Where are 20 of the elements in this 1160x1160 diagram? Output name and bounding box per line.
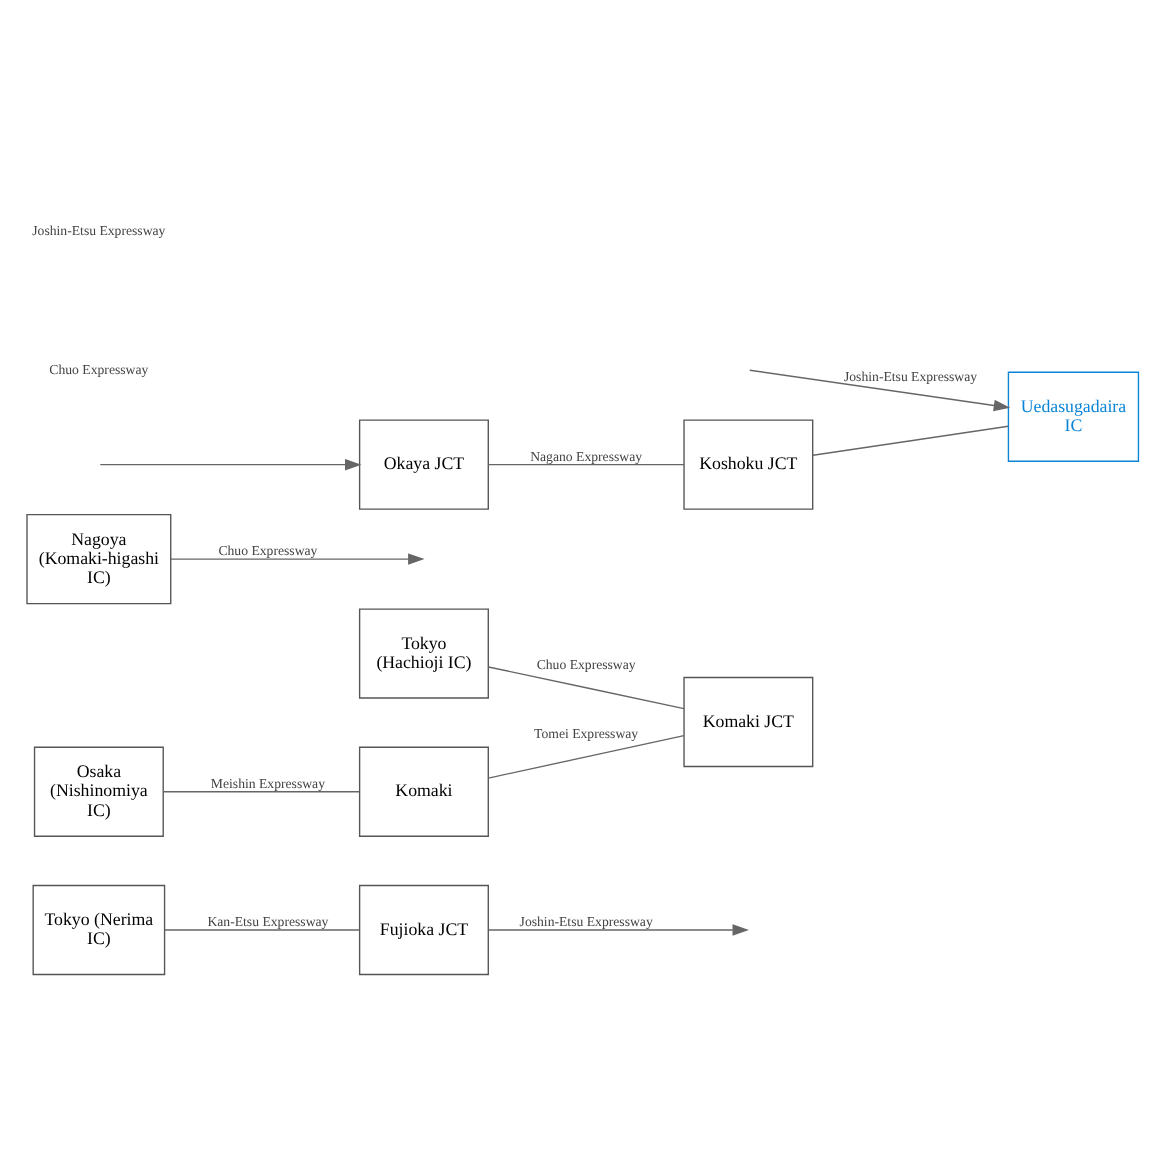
node-box: Komaki JCT <box>683 675 814 767</box>
connector <box>162 790 361 792</box>
node-box: Komaki <box>358 745 489 836</box>
node-box: Osaka (Nishinomiya IC) <box>33 745 164 836</box>
node-box: Koshoku JCT <box>683 418 814 509</box>
connector <box>812 424 1010 455</box>
node-box: Nagoya (Komaki-higashi IC) <box>26 512 172 604</box>
arrow <box>99 457 362 470</box>
connector <box>487 462 685 465</box>
node-box: Uedasugadaira IC <box>1007 370 1140 461</box>
arrow <box>749 368 1011 411</box>
node-box: Tokyo (Hachioji IC) <box>358 607 489 698</box>
arrow <box>170 552 425 564</box>
arrow <box>487 923 749 935</box>
connector <box>487 733 685 778</box>
connector <box>164 928 361 930</box>
connector <box>487 665 685 709</box>
node-box: Tokyo (Nerima IC) <box>32 883 166 975</box>
node-box: Okaya JCT <box>358 418 489 509</box>
node-box: Fujioka JCT <box>358 883 489 975</box>
